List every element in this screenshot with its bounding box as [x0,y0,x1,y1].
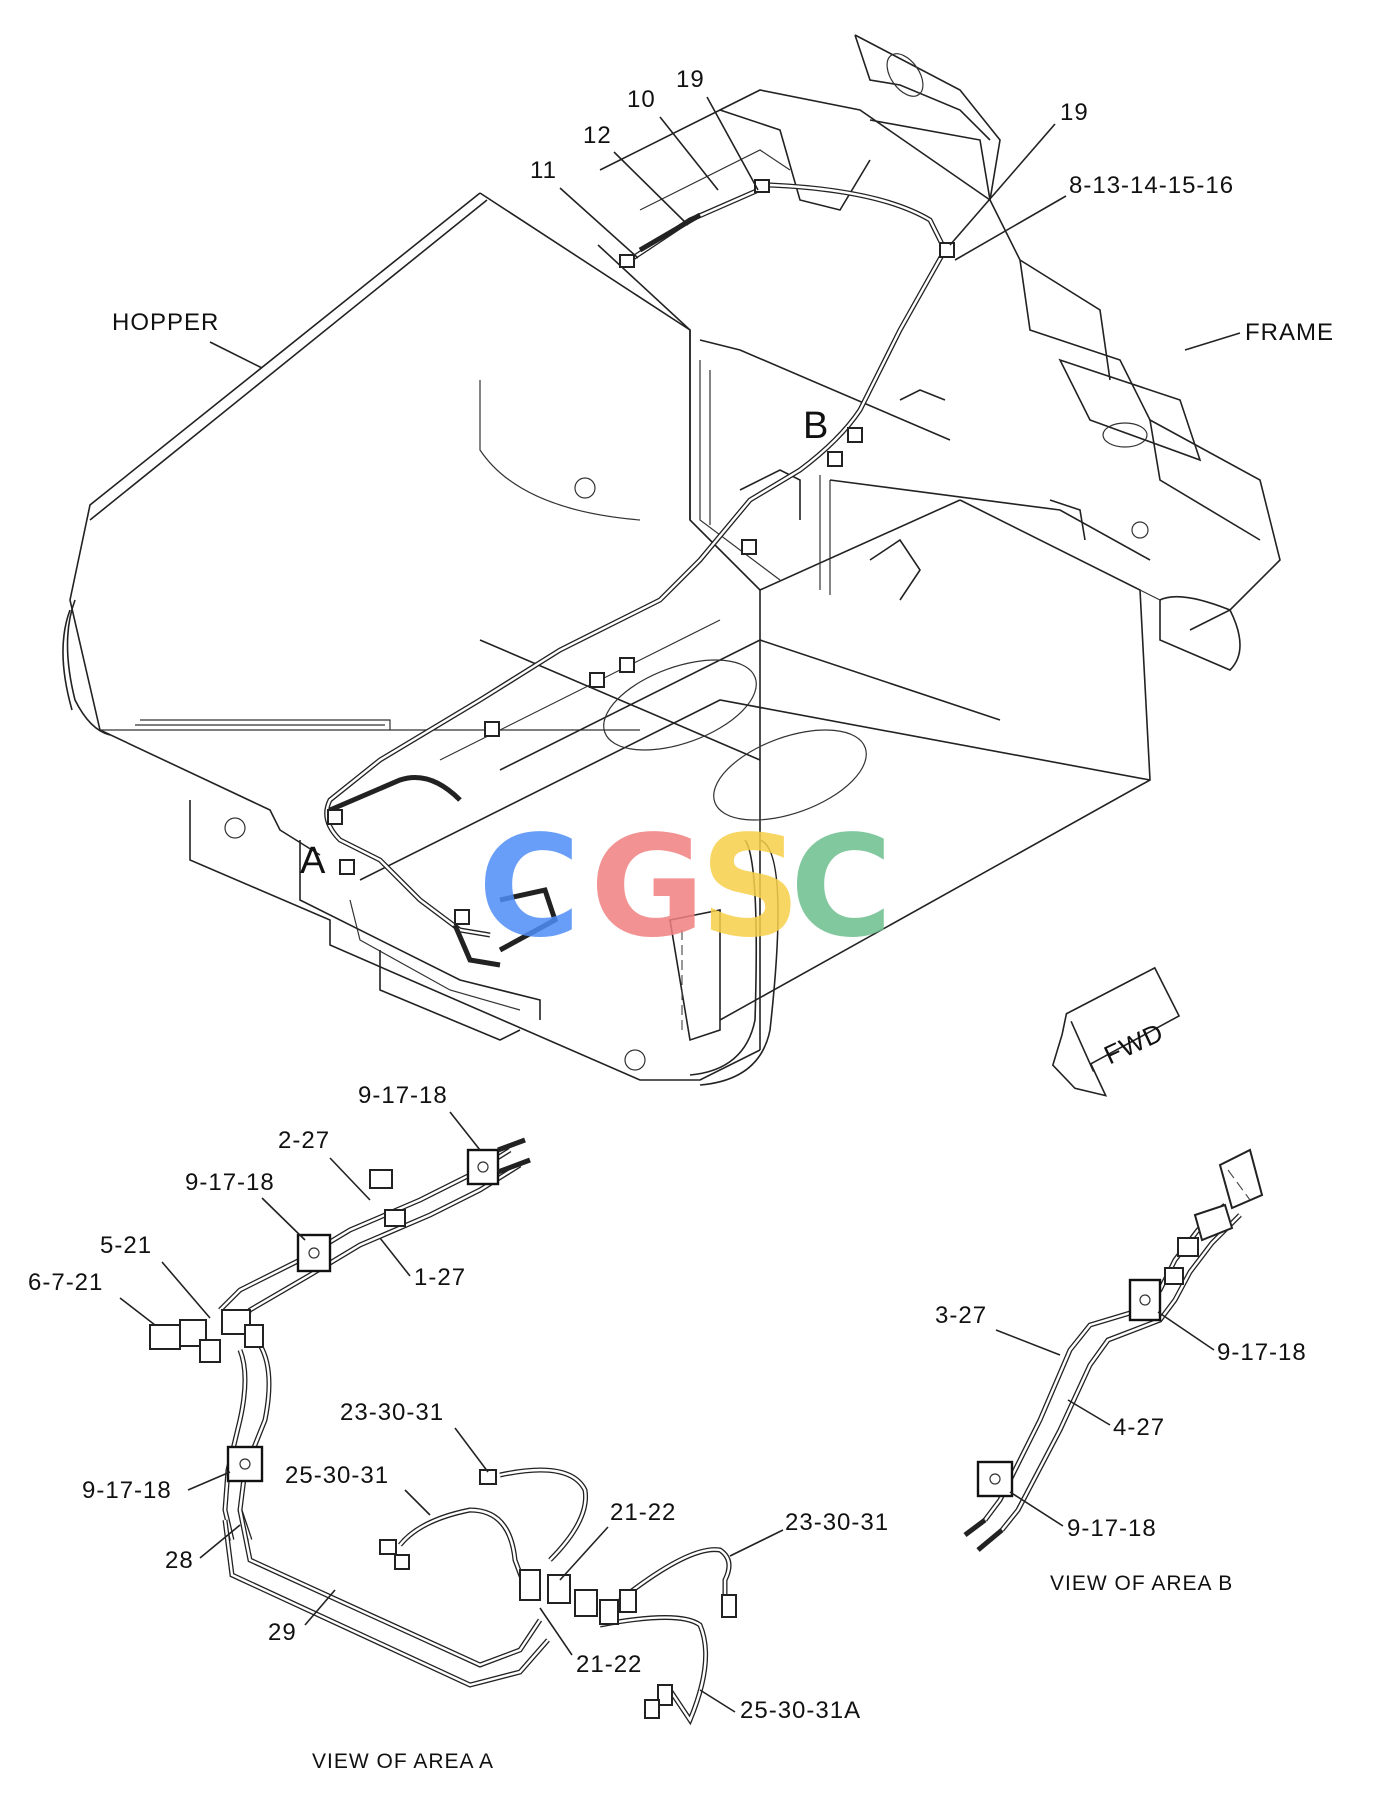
view-area-a: 9-17-18 2-27 9-17-18 5-21 6-7-21 1-27 23… [28,1082,889,1773]
main-hose-route [324,179,955,968]
watermark-letter-c1: C [478,806,581,969]
callout-8-13-14-15-16: 8-13-14-15-16 [1069,172,1234,199]
label-frame: FRAME [1245,319,1334,346]
machine-body [62,34,1281,1086]
main-callouts: HOPPER FRAME A B 19 10 12 11 19 8-13-14-… [112,66,1334,882]
callout-12: 12 [583,122,612,149]
callout-19-right: 19 [1060,99,1089,126]
watermark: C G S C [478,806,893,969]
watermark-letter-c2: C [790,806,893,969]
callout-a-9-17-18-top: 9-17-18 [358,1082,448,1109]
callout-a-9-17-18-low: 9-17-18 [82,1477,172,1504]
callout-b-9-17-18-top: 9-17-18 [1217,1339,1307,1366]
view-area-b: 3-27 9-17-18 4-27 9-17-18 VIEW OF AREA B [935,1148,1307,1595]
forward-arrow: FWD [1051,966,1181,1097]
callout-a-25-30-31a: 25-30-31A [740,1697,861,1724]
callout-a-21-22-low: 21-22 [576,1651,642,1678]
label-area-b: B [803,405,829,447]
callout-a-25-30-31: 25-30-31 [285,1462,389,1489]
callout-a-23-30-31-top: 23-30-31 [340,1399,444,1426]
label-fwd: FWD [1099,1017,1168,1070]
callout-a-6-7-21: 6-7-21 [28,1269,103,1296]
callout-a-9-17-18-mid: 9-17-18 [185,1169,275,1196]
callout-a-28: 28 [165,1547,194,1574]
callout-b-9-17-18-low: 9-17-18 [1067,1515,1157,1542]
callout-10: 10 [627,86,656,113]
label-area-a: A [300,840,326,882]
callout-a-2-27: 2-27 [278,1127,330,1154]
watermark-letter-g: G [590,806,705,969]
callout-a-5-21: 5-21 [100,1232,152,1259]
callout-a-29: 29 [268,1619,297,1646]
callout-b-3-27: 3-27 [935,1302,987,1329]
callout-a-1-27: 1-27 [414,1264,466,1291]
callout-a-23-30-31-right: 23-30-31 [785,1509,889,1536]
callout-11: 11 [530,157,557,184]
watermark-letter-s: S [700,806,801,969]
label-hopper: HOPPER [112,309,219,336]
caption-view-area-a: VIEW OF AREA A [312,1750,494,1773]
callout-a-21-22-top: 21-22 [610,1499,676,1526]
callout-19-left: 19 [676,66,705,93]
caption-view-area-b: VIEW OF AREA B [1050,1572,1233,1595]
callout-b-4-27: 4-27 [1113,1414,1165,1441]
